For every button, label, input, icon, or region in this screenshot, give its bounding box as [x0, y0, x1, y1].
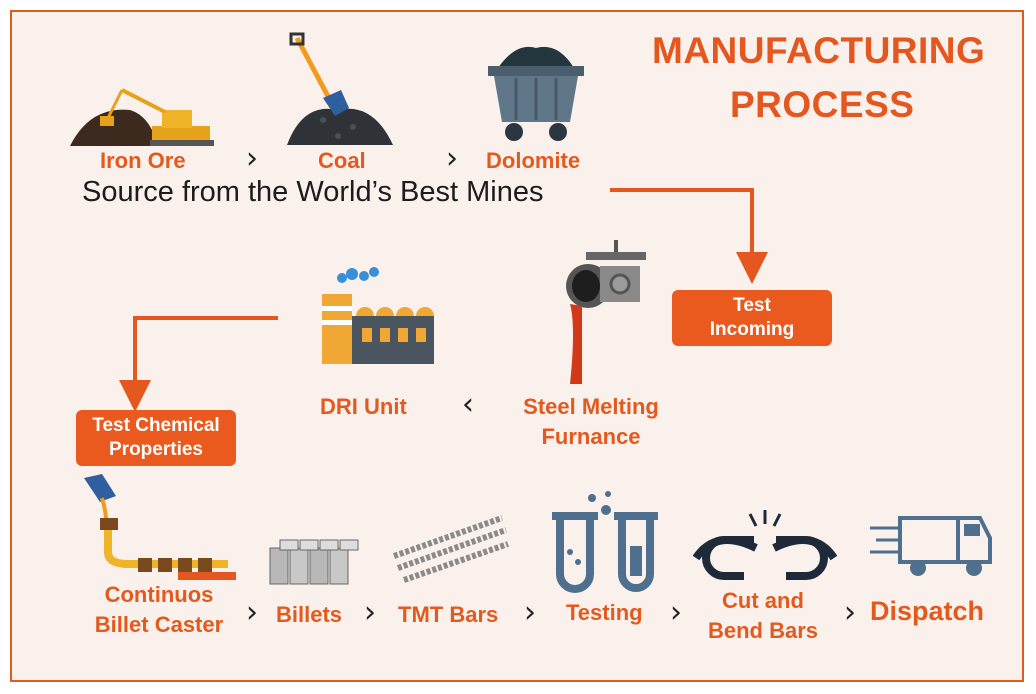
test-chemical-line-1: Test Chemical — [92, 415, 220, 436]
chevron-right-icon: › — [246, 595, 258, 630]
test-chemical-line-2: Properties — [109, 439, 203, 460]
chevron-right-icon: › — [246, 141, 258, 176]
label-tmt-bars: TMT Bars — [398, 602, 499, 627]
chevron-right-icon: › — [844, 595, 856, 630]
label-continuous-billet-caster: Continuos Billet Caster — [86, 580, 232, 640]
excavator-icon — [70, 88, 214, 146]
label-testing: Testing — [566, 600, 643, 625]
tmt-bars-icon — [393, 515, 509, 583]
label-dri-unit: DRI Unit — [320, 394, 407, 419]
ladle-icon — [566, 240, 646, 384]
mine-cart-icon — [488, 46, 584, 141]
label-cut-and-bend-bars: Cut and Bend Bars — [700, 586, 826, 646]
label-billets: Billets — [276, 602, 343, 627]
broken-chain-icon — [692, 510, 838, 580]
test-incoming-box: Test Incoming — [672, 290, 832, 346]
tagline: Source from the World’s Best Mines — [82, 176, 544, 208]
title-line-1: MANUFACTURING — [652, 30, 986, 71]
label-coal: Coal — [318, 148, 366, 173]
billets-icon — [269, 539, 359, 585]
test-chemical-properties-box: Test Chemical Properties — [76, 410, 236, 466]
label-steel-melting-furnance: Steel Melting Furnance — [516, 392, 666, 452]
truck-icon — [870, 516, 992, 576]
cut-bend-line-1: Cut and — [722, 588, 804, 613]
caster-line-1: Continuos — [104, 582, 214, 607]
test-incoming-line-1: Test — [733, 295, 771, 316]
chevron-right-icon: › — [670, 595, 682, 630]
chevron-right-icon: › — [524, 595, 536, 630]
chevron-right-icon: › — [364, 595, 376, 630]
test-incoming-line-2: Incoming — [709, 319, 795, 340]
label-iron-ore: Iron Ore — [100, 148, 186, 173]
caster-icon — [84, 474, 236, 580]
caster-line-2: Billet Caster — [94, 612, 224, 637]
title-line-2: PROCESS — [730, 84, 915, 125]
chevron-right-icon: › — [446, 141, 458, 176]
steel-melting-line-1: Steel Melting — [523, 394, 659, 419]
factory-icon — [322, 267, 434, 364]
label-dolomite: Dolomite — [486, 148, 581, 173]
steel-melting-line-2: Furnance — [541, 424, 641, 449]
label-dispatch: Dispatch — [870, 596, 985, 626]
shovel-coal-icon — [287, 32, 393, 145]
cut-bend-line-2: Bend Bars — [707, 618, 819, 643]
chevron-left-icon: ‹ — [462, 387, 474, 422]
test-tubes-icon — [552, 491, 658, 593]
